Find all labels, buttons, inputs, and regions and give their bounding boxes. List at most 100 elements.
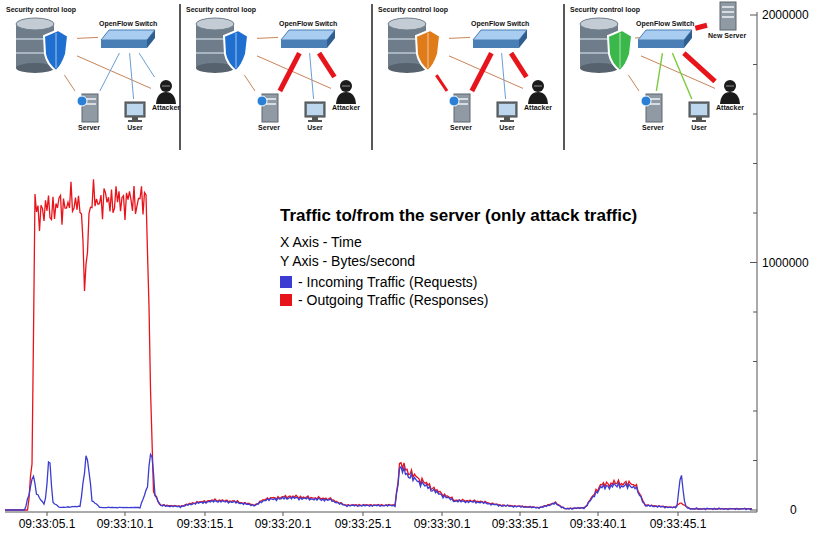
node-label: Server <box>450 124 472 132</box>
icon-part <box>196 18 234 30</box>
node-label: Attacker <box>524 104 552 112</box>
node-label: User <box>499 124 515 132</box>
node-label: User <box>127 124 143 132</box>
network-link <box>511 53 526 77</box>
network-link <box>64 75 75 91</box>
icon-part <box>305 102 325 117</box>
user-icon <box>686 100 712 124</box>
switch-node: OpenFlow Switch <box>279 20 337 52</box>
chart-title: Traffic to/from the server (only attack … <box>280 206 637 226</box>
attacker-icon <box>333 78 359 104</box>
attacker-icon <box>717 78 743 104</box>
legend-label: - Outgoing Traffic (Responses) <box>298 292 488 308</box>
user-node: User <box>686 100 712 132</box>
icon-part <box>416 30 440 71</box>
attacker-node: Attacker <box>332 78 360 112</box>
icon-part <box>281 30 335 40</box>
legend-swatch <box>280 276 292 288</box>
network-link <box>695 25 707 28</box>
switch-node: OpenFlow Switch <box>471 20 529 52</box>
axis-tick <box>750 15 757 16</box>
icon-part <box>500 120 514 122</box>
server-icon <box>256 92 282 124</box>
x-tick-label: 09:33:05.1 <box>19 517 76 531</box>
server-node: Server <box>640 92 666 132</box>
node-label: Security control loop <box>378 6 448 14</box>
network-link <box>472 53 492 91</box>
network-link <box>319 53 334 77</box>
axis-tick <box>47 512 48 516</box>
icon-part <box>101 40 147 48</box>
icon-part <box>16 18 54 30</box>
icon-part <box>127 104 143 115</box>
icon-part <box>620 33 621 68</box>
attacker-node: Attacker <box>152 78 180 112</box>
icon-part <box>580 63 618 73</box>
icon-part <box>692 120 706 122</box>
axis-tick <box>753 460 757 461</box>
node-label: Attacker <box>716 104 744 112</box>
server-node: Server <box>256 92 282 132</box>
panel-divider <box>179 4 181 150</box>
network-link <box>130 53 134 99</box>
switch-icon <box>636 28 694 52</box>
icon-part <box>499 104 515 115</box>
icon-part <box>44 30 68 71</box>
db-icon <box>576 14 634 74</box>
axis-tick <box>125 512 126 516</box>
x-tick-label: 09:33:15.1 <box>177 517 234 531</box>
user-node: User <box>302 100 328 132</box>
network-link <box>436 75 447 91</box>
x-axis <box>5 512 757 513</box>
db-icon <box>12 14 70 74</box>
db-icon <box>384 14 442 74</box>
node-label: OpenFlow Switch <box>99 20 157 28</box>
icon-part <box>16 63 54 73</box>
node-label: New Server <box>708 32 746 40</box>
icon-part <box>125 102 145 117</box>
network-link <box>310 53 314 99</box>
axis-tick <box>363 512 364 516</box>
node-label: User <box>691 124 707 132</box>
network-link <box>244 75 255 91</box>
icon-part <box>281 40 327 48</box>
x-tick-label: 09:33:40.1 <box>570 517 627 531</box>
icon-part <box>519 30 527 48</box>
icon-part <box>147 30 155 48</box>
icon-part <box>638 40 684 48</box>
axis-note: X Axis - Time <box>280 234 362 250</box>
network-link <box>139 53 154 77</box>
network-link <box>280 53 300 91</box>
node-label: OpenFlow Switch <box>636 20 694 28</box>
icon-part <box>722 16 734 18</box>
x-tick-label: 09:33:30.1 <box>414 517 471 531</box>
legend-swatch <box>280 294 292 306</box>
icon-part <box>160 80 172 92</box>
server-icon <box>640 92 666 124</box>
axis-tick <box>283 512 284 516</box>
icon-part <box>312 117 318 120</box>
node-label: Server <box>78 124 100 132</box>
user-icon <box>302 100 328 124</box>
db-node: Security control loop <box>378 6 448 74</box>
icon-part <box>388 63 426 73</box>
icon-part <box>580 18 618 30</box>
axis-note: Y Axis - Bytes/second <box>280 253 415 269</box>
panel-divider <box>563 4 565 150</box>
axis-tick <box>520 512 521 516</box>
user-node: User <box>494 100 520 132</box>
icon-part <box>641 96 651 106</box>
axis-tick <box>753 213 757 214</box>
icon-part <box>691 104 707 115</box>
axis-ticks <box>47 15 757 516</box>
node-label: Server <box>258 124 280 132</box>
server-node: Server <box>76 92 102 132</box>
icon-part <box>77 96 87 106</box>
icon-part <box>340 80 352 92</box>
icon-part <box>722 6 734 8</box>
db-icon <box>192 14 250 74</box>
x-tick-label: 09:33:25.1 <box>335 517 392 531</box>
node-label: Security control loop <box>570 6 640 14</box>
icon-part <box>428 33 429 68</box>
axis-tick <box>442 512 443 516</box>
